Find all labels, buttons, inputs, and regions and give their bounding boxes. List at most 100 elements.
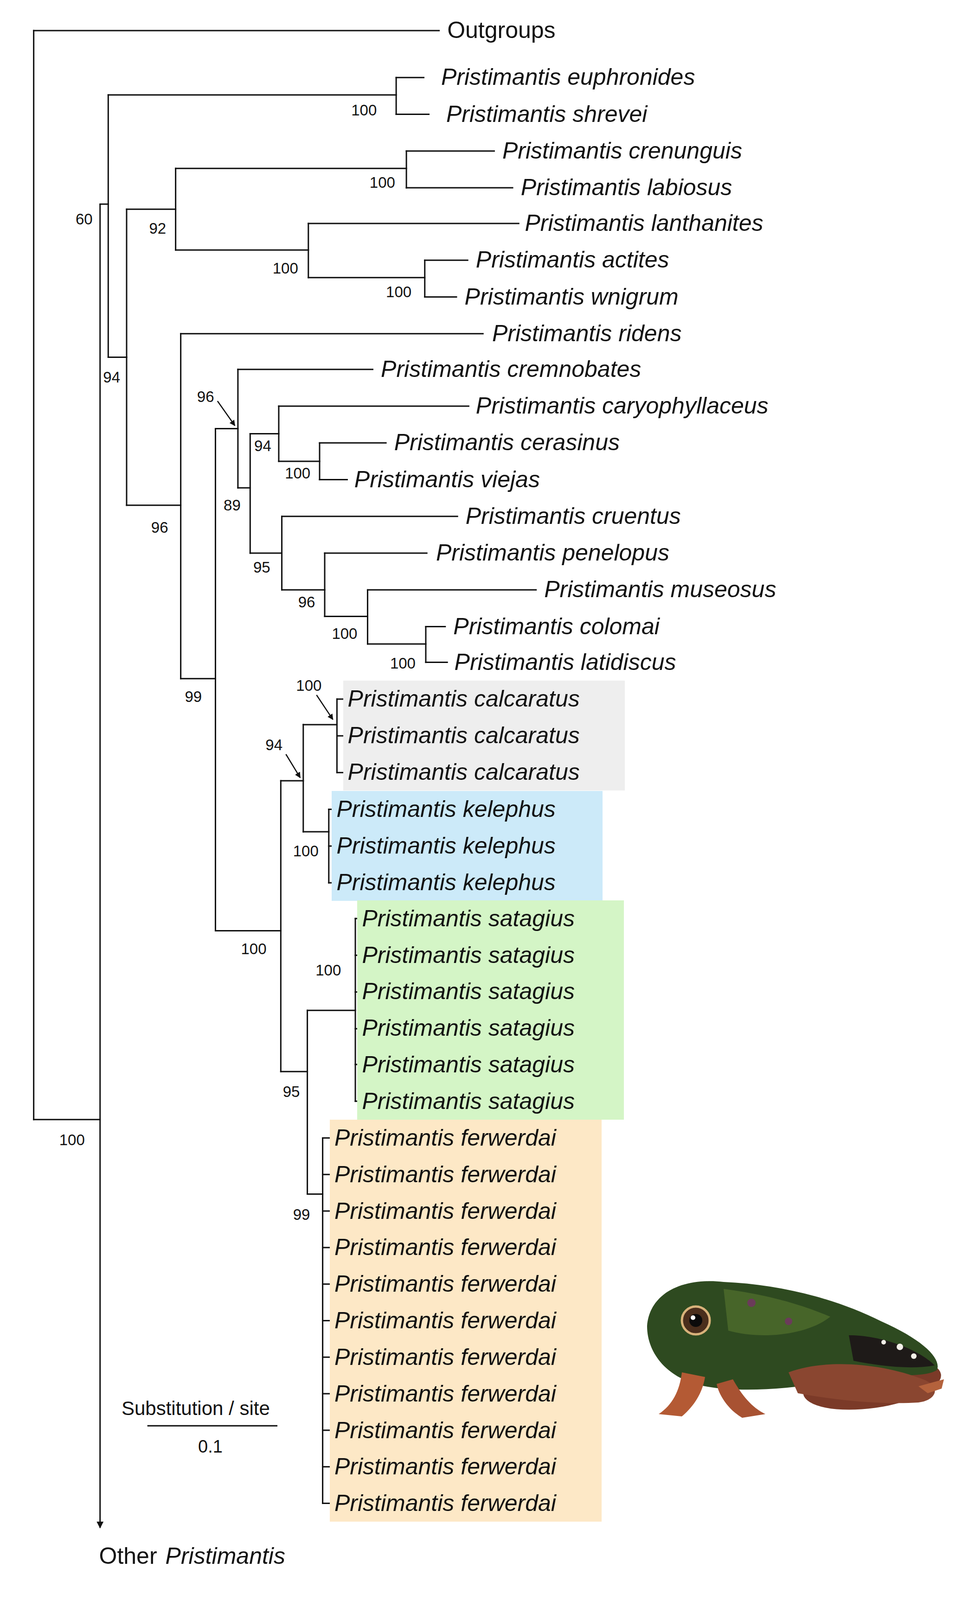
- frog-photo: [647, 1281, 945, 1419]
- taxon-label: Pristimantis actites: [475, 247, 670, 275]
- tree-branch: [108, 94, 397, 96]
- taxon-label: Pristimantis ferwerdai: [334, 1156, 597, 1194]
- taxon-label: Pristimantis colomai: [453, 613, 660, 641]
- tree-branch: [366, 590, 369, 645]
- tree-branch: [308, 223, 519, 225]
- tree-branch: [214, 429, 217, 932]
- tree-branch: [405, 151, 408, 188]
- taxon-label: Pristimantis crenunguis: [502, 137, 743, 165]
- taxon-label: Pristimantis labiosus: [520, 174, 733, 202]
- taxon-label: Pristimantis ridens: [492, 320, 682, 348]
- tree-branch: [324, 553, 326, 617]
- tree-branch: [367, 589, 536, 591]
- pointer-arrow: [316, 695, 333, 720]
- taxon-label: Pristimantis calcaratus: [347, 717, 621, 755]
- tree-branch: [250, 433, 279, 435]
- species-band: Pristimantis ferwerdaiPristimantis ferwe…: [329, 1120, 602, 1523]
- tree-branch: [280, 1071, 308, 1073]
- support-value: 100: [293, 842, 319, 861]
- support-value: 95: [282, 1083, 301, 1102]
- tree-branch: [126, 208, 176, 211]
- support-value: 60: [75, 210, 93, 229]
- taxon-label: Pristimantis penelopus: [436, 539, 670, 567]
- tree-branch: [324, 616, 368, 618]
- support-value: 100: [331, 625, 358, 643]
- tree-branch: [424, 627, 427, 663]
- tree-branch: [147, 1425, 277, 1428]
- support-value: 94: [265, 736, 283, 755]
- pointer-arrow: [285, 754, 301, 779]
- taxon-label: Pristimantis calcaratus: [347, 754, 621, 791]
- taxon-label: Pristimantis ferwerdai: [334, 1449, 597, 1486]
- scale-label: Substitution / site: [121, 1398, 270, 1421]
- tree-branch: [424, 259, 468, 262]
- tree-branch: [180, 678, 216, 680]
- tree-branch: [215, 428, 238, 430]
- support-value: 100: [369, 173, 396, 192]
- taxon-label: Pristimantis cruentus: [465, 503, 681, 531]
- tree-branch: [179, 333, 182, 680]
- taxon-label: Pristimantis lanthanites: [524, 210, 764, 238]
- taxon-label: Pristimantis ferwerdai: [334, 1339, 597, 1377]
- taxon-label: Pristimantis satagius: [361, 973, 620, 1011]
- support-value: 100: [59, 1131, 85, 1150]
- tree-branch: [278, 460, 320, 463]
- tree-branch: [354, 918, 357, 1102]
- species-band: Pristimantis satagiusPristimantis satagi…: [357, 900, 624, 1121]
- tree-branch: [425, 626, 446, 628]
- tree-branch: [32, 30, 35, 1121]
- support-value: 96: [151, 519, 169, 537]
- taxon-label: Pristimantis ferwerdai: [334, 1302, 597, 1340]
- tree-branch: [303, 724, 338, 726]
- support-value: 99: [293, 1206, 311, 1225]
- tree-branch: [306, 1010, 309, 1195]
- taxon-label: Pristimantis kelephus: [336, 791, 598, 828]
- taxon-label: Pristimantis ferwerdai: [334, 1120, 597, 1157]
- taxon-label: Pristimantis ferwerdai: [334, 1266, 597, 1303]
- taxon-label: Pristimantis ferwerdai: [334, 1229, 597, 1267]
- support-value: 100: [351, 101, 377, 120]
- taxon-label: Pristimantis calcaratus: [347, 680, 621, 718]
- tree-branch: [278, 405, 469, 408]
- tree-branch: [307, 223, 309, 278]
- tree-branch: [307, 1010, 356, 1012]
- tree-branch: [423, 260, 426, 297]
- taxon-label: Pristimantis cerasinus: [394, 429, 620, 457]
- tree-branch: [280, 781, 282, 1072]
- tree-branch: [308, 276, 425, 279]
- tree-branch: [319, 442, 386, 444]
- tree-branch: [367, 643, 426, 645]
- taxon-label: Pristimantis museosus: [544, 577, 777, 604]
- support-value: 100: [272, 259, 299, 278]
- taxon-label: Pristimantis euphronides: [441, 64, 696, 92]
- tree-branch: [237, 487, 251, 489]
- species-band: Pristimantis kelephusPristimantis keleph…: [331, 791, 603, 901]
- clade-label: Other: [99, 1543, 158, 1571]
- taxon-label: Pristimantis satagius: [361, 900, 620, 938]
- tree-branch: [406, 187, 513, 189]
- clade-label: Outgroups: [447, 17, 556, 45]
- taxon-label: Pristimantis ferwerdai: [334, 1485, 597, 1523]
- support-value: 92: [148, 219, 167, 238]
- support-value: 100: [240, 940, 267, 959]
- tree-branch: [175, 167, 407, 170]
- tree-branch: [302, 725, 304, 833]
- tree-branch: [237, 368, 373, 371]
- taxon-label: Pristimantis viejas: [354, 466, 540, 494]
- tree-branch: [125, 209, 128, 506]
- tree-branch: [249, 434, 251, 554]
- tree-branch: [303, 831, 329, 834]
- tree-branch: [318, 442, 321, 480]
- taxon-label: Pristimantis latidiscus: [454, 649, 677, 677]
- tree-branch: [180, 333, 484, 335]
- tree-branch: [33, 1119, 101, 1121]
- support-value: 100: [385, 283, 412, 302]
- taxon-label: Pristimantis wnigrum: [464, 283, 679, 311]
- taxon-label: Pristimantis kelephus: [336, 864, 598, 902]
- pointer-arrow: [217, 401, 235, 426]
- tree-branch: [319, 479, 347, 481]
- pointer-arrow: [99, 204, 101, 1529]
- tree-branch: [108, 356, 127, 359]
- taxon-label: Pristimantis ferwerdai: [334, 1376, 597, 1413]
- tree-branch: [395, 77, 398, 115]
